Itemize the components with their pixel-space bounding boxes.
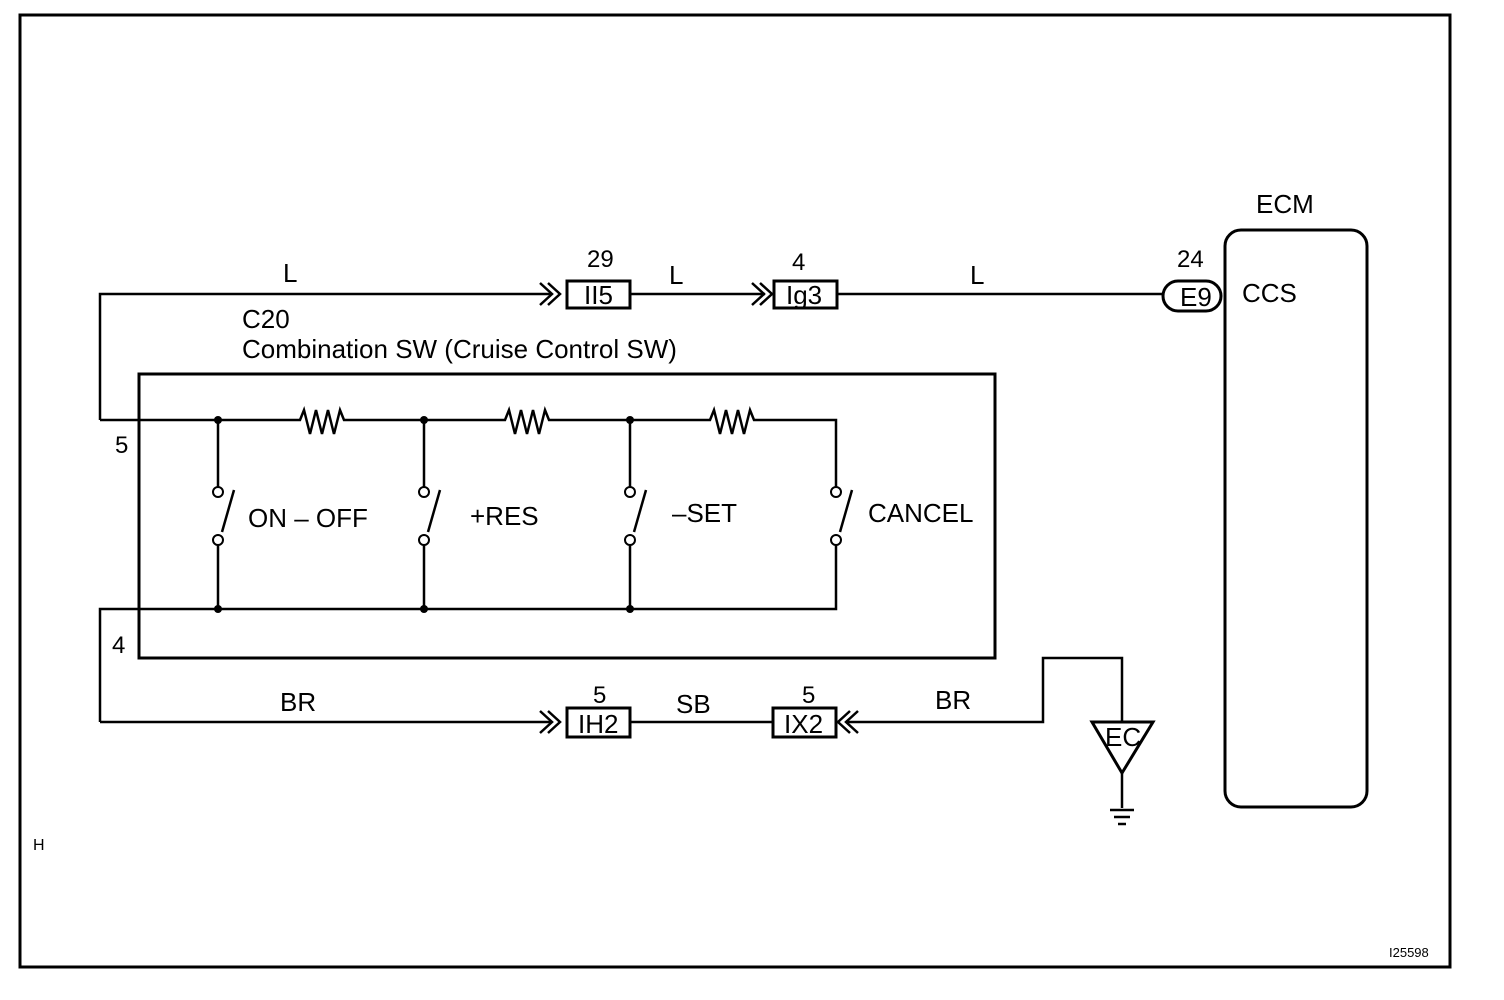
switch-assembly-name: Combination SW (Cruise Control SW) (242, 334, 677, 364)
junction-ig3-pin: 4 (792, 249, 805, 276)
bottom-arrow-1b (547, 710, 562, 734)
switch-2-label: +RES (470, 501, 539, 531)
bottom-wire-3 (846, 656, 1124, 724)
junction-ii5-label: II5 (584, 280, 613, 310)
top-bus (100, 405, 838, 488)
ecm-connector-pin: 24 (1177, 246, 1204, 273)
junction-ii5-pin: 29 (587, 246, 614, 273)
junction-ih2 (565, 706, 632, 739)
switch-1-blade (220, 489, 236, 533)
switch-3-contact-bottom (624, 534, 636, 546)
corner-mark: H (33, 837, 45, 854)
ecm-terminal-label: CCS (1242, 278, 1297, 308)
top-wire-2-color: L (669, 260, 683, 290)
bottom-wire-1-color: BR (280, 687, 316, 717)
switch-3-label: –SET (672, 498, 737, 528)
junction-ix2 (771, 706, 838, 739)
switch-assembly-code: C20 (242, 304, 290, 334)
switch-2-blade (426, 489, 442, 533)
switch-4-blade (838, 489, 854, 533)
top-arrow-1b (547, 282, 562, 306)
junction-ih2-pin: 5 (593, 682, 606, 709)
top-wire-3-color: L (970, 260, 984, 290)
switch-1-node-bottom (214, 605, 222, 613)
top-arrow-2a (751, 282, 766, 306)
switch-4-contact-top (830, 486, 842, 498)
switch-3-node-bottom (626, 605, 634, 613)
figure-id: I25598 (1389, 945, 1429, 960)
ground-point-label: EC (1105, 722, 1141, 752)
switch-1-label: ON – OFF (248, 503, 368, 533)
switch-4-label: CANCEL (868, 498, 973, 528)
switch-pin-bottom: 4 (112, 632, 125, 659)
top-wire-1 (98, 292, 552, 420)
bottom-wire-3-color: BR (935, 685, 971, 715)
top-wire-1-color: L (283, 258, 297, 288)
switch-1-contact-bottom (212, 534, 224, 546)
switch-4-contact-bottom (830, 534, 842, 546)
switch-assembly-box (137, 372, 997, 660)
bottom-arrow-1a (539, 710, 554, 734)
switch-3-node-top (626, 416, 634, 424)
ecm-box (1223, 228, 1369, 809)
top-arrow-1a (539, 282, 554, 306)
switch-1-node-top (214, 416, 222, 424)
junction-ig3-label: Ig3 (786, 280, 822, 310)
top-arrow-2b (759, 282, 774, 306)
bottom-wire-2-color: SB (676, 689, 711, 719)
switch-2-contact-bottom (418, 534, 430, 546)
switch-3-contact-top (624, 486, 636, 498)
ground-point-ec (1089, 720, 1156, 776)
switch-3-blade (632, 489, 648, 533)
switch-2-node-bottom (420, 605, 428, 613)
ecm-title: ECM (1256, 189, 1314, 219)
bottom-bus (98, 540, 838, 722)
switch-pin-top: 5 (115, 432, 128, 459)
switch-2-contact-top (418, 486, 430, 498)
ground-symbol-icon (1110, 808, 1134, 826)
switch-1-contact-top (212, 486, 224, 498)
junction-ih2-label: IH2 (578, 709, 618, 739)
ecm-connector-e9 (1161, 279, 1223, 313)
switch-2-node-top (420, 416, 428, 424)
bottom-arrow-2a (836, 710, 851, 734)
junction-ix2-pin: 5 (802, 682, 815, 709)
junction-ii5 (565, 279, 632, 310)
junction-ix2-label: IX2 (784, 709, 823, 739)
ecm-connector-label: E9 (1180, 282, 1212, 312)
diagram-frame (18, 13, 1452, 969)
